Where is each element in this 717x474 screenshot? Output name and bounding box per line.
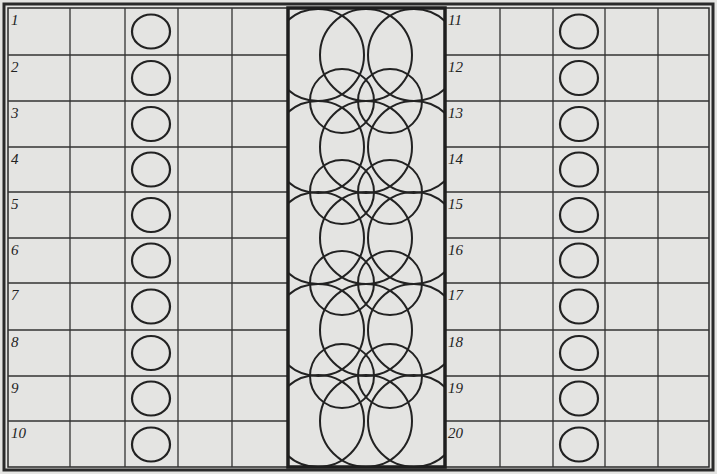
row-number-cell: 17	[448, 286, 463, 304]
row-number: 20	[448, 425, 463, 441]
row-number-cell: 2	[11, 58, 19, 76]
row-number: 13	[448, 105, 463, 121]
row-number: 8	[11, 334, 19, 350]
row-number: 19	[448, 380, 463, 396]
row-number: 6	[11, 242, 19, 258]
row-number: 14	[448, 151, 463, 167]
row-number: 18	[448, 334, 463, 350]
row-number: 3	[11, 105, 19, 121]
row-number-cell: 3	[11, 104, 19, 122]
row-number: 15	[448, 196, 463, 212]
row-number-cell: 7	[11, 286, 19, 304]
row-number-cell: 4	[11, 150, 19, 168]
row-number: 5	[11, 196, 19, 212]
row-number: 11	[448, 12, 462, 28]
row-number: 2	[11, 59, 19, 75]
small-circles	[132, 15, 598, 462]
overlapping-circles	[288, 9, 445, 467]
row-number-cell: 19	[448, 379, 463, 397]
row-number-cell: 11	[448, 11, 462, 29]
row-number-cell: 13	[448, 104, 463, 122]
row-number: 9	[11, 380, 19, 396]
row-number-cell: 9	[11, 379, 19, 397]
row-number: 7	[11, 287, 19, 303]
row-number-cell: 6	[11, 241, 19, 259]
row-number-cell: 16	[448, 241, 463, 259]
row-number: 4	[11, 151, 19, 167]
row-number-cell: 1	[11, 11, 19, 29]
row-number: 12	[448, 59, 463, 75]
row-number-cell: 14	[448, 150, 463, 168]
row-number: 16	[448, 242, 463, 258]
row-number-cell: 5	[11, 195, 19, 213]
row-number: 17	[448, 287, 463, 303]
row-number-cell: 20	[448, 424, 463, 442]
row-number-cell: 12	[448, 58, 463, 76]
outer-border	[4, 4, 713, 470]
row-number: 10	[11, 425, 26, 441]
row-number-cell: 10	[11, 424, 26, 442]
row-number-cell: 18	[448, 333, 463, 351]
row-number-cell: 8	[11, 333, 19, 351]
row-number-cell: 15	[448, 195, 463, 213]
row-lines	[8, 55, 709, 421]
row-number: 1	[11, 12, 19, 28]
inner-border	[8, 8, 709, 467]
center-panel-border	[288, 8, 445, 467]
